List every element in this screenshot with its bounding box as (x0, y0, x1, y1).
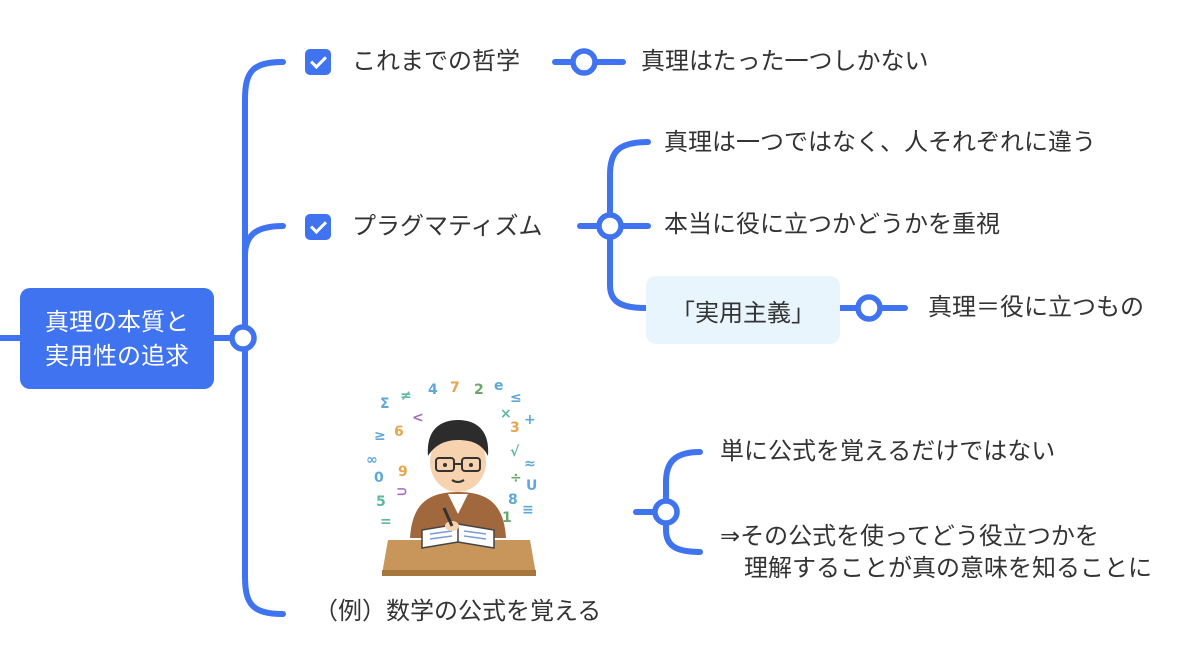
svg-text:≤: ≤ (510, 390, 522, 406)
branch-pragmatism-curve (242, 223, 286, 259)
svg-text:Σ: Σ (380, 396, 390, 412)
svg-text:6: 6 (394, 424, 404, 440)
svg-text:≥: ≥ (374, 428, 386, 444)
svg-text:9: 9 (398, 464, 408, 480)
student-studying-math-icon[interactable]: Σ ≠ 4 7 2 e ≤ ≥ 6 < × 3 + ∞ √ ≈ 0 9 ÷ U … (360, 378, 550, 578)
svg-text:U: U (526, 478, 537, 494)
svg-text:e: e (494, 378, 504, 394)
svg-text:=: = (380, 514, 392, 530)
svg-text:≈: ≈ (524, 456, 536, 472)
example-child-2-line1[interactable]: ⇒その公式を使ってどう役立つかを (720, 522, 1099, 550)
prev-hub (570, 48, 598, 76)
root-label-line2: 実用性の追求 (45, 341, 189, 370)
pragmatism-fan (607, 139, 651, 311)
pragmatism-child-2[interactable]: 本当に役に立つかどうかを重視 (664, 210, 1000, 238)
svg-text:7: 7 (450, 380, 460, 396)
highlight-hub (855, 294, 883, 322)
svg-text:2: 2 (474, 382, 484, 398)
svg-text:×: × (500, 406, 512, 422)
svg-text:√: √ (510, 444, 520, 460)
prev-philosophy-label[interactable]: これまでの哲学 (352, 47, 520, 75)
svg-text:3: 3 (510, 420, 520, 436)
svg-text:5: 5 (376, 494, 386, 510)
svg-text:<: < (412, 410, 424, 426)
svg-text:8: 8 (508, 492, 518, 508)
jitsuyou-shugi-label: 「実用主義」 (671, 298, 815, 327)
pragmatism-child-1[interactable]: 真理は一つではなく、人それぞれに違う (664, 128, 1096, 156)
root-node[interactable]: 真理の本質と 実用性の追求 (20, 288, 214, 389)
jitsuyou-shugi-node[interactable]: 「実用主義」 (646, 276, 840, 344)
svg-text:≡: ≡ (522, 502, 534, 518)
svg-text:÷: ÷ (510, 470, 522, 486)
svg-text:0: 0 (374, 470, 384, 486)
jitsuyou-shugi-child[interactable]: 真理＝役に立つもの (928, 293, 1144, 321)
svg-text:⊃: ⊃ (396, 484, 408, 500)
prev-philosophy-checkbox[interactable] (305, 49, 331, 75)
root-label-line1: 真理の本質と (45, 307, 189, 336)
pragmatism-hub (596, 212, 624, 240)
example-child-2-line2[interactable]: 理解することが真の意味を知ることに (744, 554, 1152, 582)
svg-text:≠: ≠ (400, 388, 412, 404)
pragmatism-checkbox[interactable] (305, 214, 331, 240)
svg-text:4: 4 (428, 382, 438, 398)
example-hub (652, 498, 680, 526)
svg-text:∞: ∞ (366, 452, 378, 468)
root-hub (229, 324, 257, 352)
prev-philosophy-child[interactable]: 真理はたった一つしかない (641, 47, 929, 75)
svg-text:1: 1 (502, 510, 512, 526)
example-caption[interactable]: （例）数学の公式を覚える (314, 597, 602, 625)
example-child-1[interactable]: 単に公式を覚えるだけではない (720, 437, 1056, 465)
pragmatism-label[interactable]: プラグマティズム (352, 212, 543, 240)
svg-text:+: + (524, 412, 536, 428)
